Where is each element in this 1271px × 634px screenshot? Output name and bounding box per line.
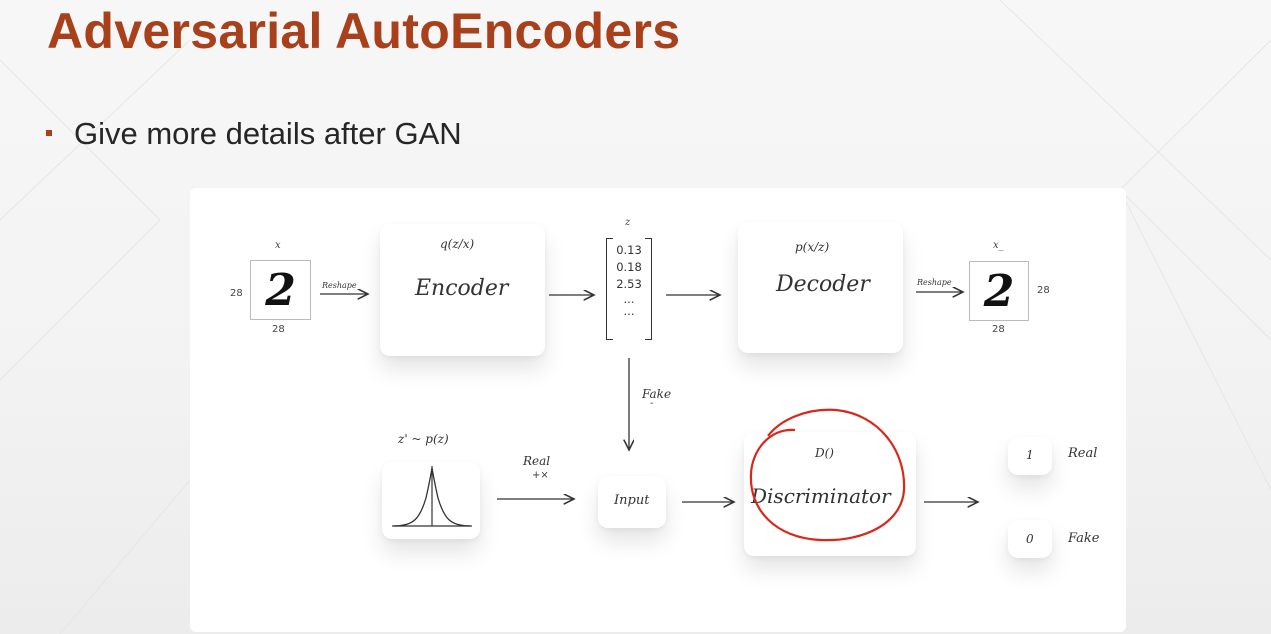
decoder-box xyxy=(738,222,903,353)
encoder-box xyxy=(380,224,545,356)
input-digit-image: 2 xyxy=(250,260,311,320)
discriminator-formula: D() xyxy=(815,446,834,460)
output-fake-value: 0 xyxy=(1026,532,1034,546)
slide-title: Adversarial AutoEncoders xyxy=(47,3,681,59)
decoder-formula: p(x/z) xyxy=(795,240,830,254)
output-digit-image: 2 xyxy=(969,261,1029,321)
reshape-left-label: Reshape xyxy=(322,281,357,290)
bullet-item: Give more details after GAN xyxy=(46,116,462,152)
bullet-text: Give more details after GAN xyxy=(74,116,462,151)
input-node-label: Input xyxy=(614,493,650,508)
latent-bracket-right xyxy=(645,238,652,340)
red-annotation-circle xyxy=(749,408,906,542)
reshape-right-label: Reshape xyxy=(917,278,952,287)
output-real-value: 1 xyxy=(1026,448,1034,462)
output-real-label: Real xyxy=(1068,446,1098,461)
fake-arrow-sign: - xyxy=(650,398,654,409)
decoder-label: Decoder xyxy=(776,272,870,297)
encoder-formula: q(z/x) xyxy=(440,237,475,251)
latent-value: ... xyxy=(623,292,635,306)
latent-value: 0.13 xyxy=(616,243,642,257)
output-fake-box xyxy=(1008,520,1052,558)
input-width-label: 28 xyxy=(272,324,285,335)
fake-arrow-label: Fake xyxy=(642,387,672,401)
latent-value: 0.18 xyxy=(616,260,642,274)
output-digit: 2 xyxy=(983,266,1015,317)
latent-bracket-left xyxy=(606,238,613,340)
encoder-label: Encoder xyxy=(415,276,509,301)
real-arrow-sign: +× xyxy=(532,470,549,481)
real-arrow-label: Real xyxy=(523,454,551,468)
discriminator-box xyxy=(744,432,916,556)
latent-value: ... xyxy=(623,304,635,318)
input-node-box xyxy=(598,476,666,528)
input-height-label: 28 xyxy=(230,288,243,299)
latent-vector: 0.13 0.18 2.53 ... ... xyxy=(606,238,652,340)
latent-values: 0.13 0.18 2.53 ... ... xyxy=(606,242,652,317)
input-digit: 2 xyxy=(265,265,296,316)
prior-formula: z' ~ p(z) xyxy=(398,432,449,446)
gaussian-curve-icon xyxy=(392,466,472,527)
latent-label: z xyxy=(625,217,631,228)
output-real-box xyxy=(1008,437,1052,475)
output-image-label: x_ xyxy=(993,240,1004,251)
latent-value: 2.53 xyxy=(616,277,642,291)
output-height-label: 28 xyxy=(1037,285,1050,296)
discriminator-label: Discriminator xyxy=(751,484,891,508)
input-image-label: x xyxy=(275,240,281,251)
output-fake-label: Fake xyxy=(1068,531,1100,546)
bullet-marker xyxy=(46,129,52,136)
output-width-label: 28 xyxy=(992,324,1005,335)
